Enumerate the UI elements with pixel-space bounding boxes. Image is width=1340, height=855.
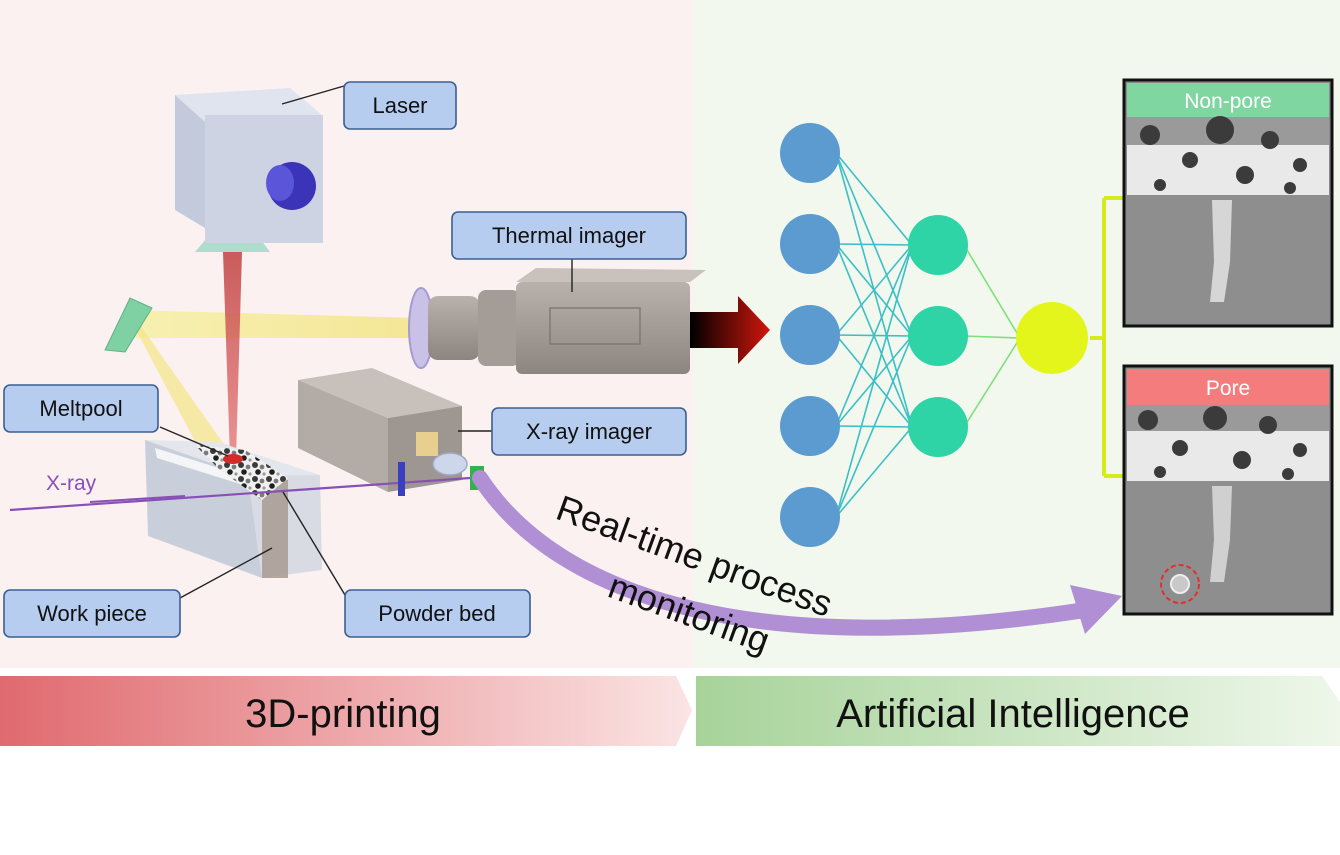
nn-edge-l0-4-0 (835, 244, 913, 518)
label-xray-imager: X-ray imager (491, 407, 687, 456)
banner-ai-text: Artificial Intelligence (836, 692, 1190, 736)
pore-defect (1170, 574, 1190, 594)
non-pore-track (1210, 200, 1232, 302)
nn-node-l1-1 (908, 306, 968, 366)
label-meltpool-text: Meltpool (39, 396, 122, 421)
banner-3d-printing-text: 3D-printing (245, 692, 441, 736)
nn-node-l0-1 (780, 214, 840, 274)
result-non-pore-label: Non-pore (1184, 90, 1272, 113)
mirror-reflection (128, 315, 235, 460)
nn-edge-l0-3-0 (835, 244, 913, 427)
monitoring-arrow-head (1070, 585, 1122, 634)
nn-node-l1-2 (908, 397, 968, 457)
label-thermal-imager-text: Thermal imager (492, 223, 646, 248)
thermal-camera-body (516, 282, 690, 374)
label-powder-bed: Powder bed (344, 589, 531, 638)
nn-edge-l1-0-0 (963, 244, 1021, 339)
thermal-camera-top (516, 268, 706, 282)
nn-edge-l0-0-0 (835, 152, 913, 246)
mirror (104, 297, 153, 353)
result-non-pore: Non-pore (1122, 78, 1334, 328)
data-flow-arrow (690, 296, 770, 364)
result-pore: Pore (1122, 364, 1334, 616)
laser-box-top (175, 88, 322, 122)
neural-net-nodes (780, 123, 1088, 547)
label-thermal-imager: Thermal imager (451, 211, 687, 260)
pore-highlight-ring (1160, 564, 1200, 604)
label-xray: X-ray (46, 472, 97, 495)
laser-aperture-rim (266, 165, 294, 201)
nn-edge-l1-1-0 (963, 335, 1021, 339)
meltpool-spot (223, 454, 243, 464)
pore-track (1210, 486, 1232, 582)
label-xray-imager-text: X-ray imager (526, 419, 652, 444)
work-piece-slot (155, 448, 240, 484)
nn-edge-l1-2-0 (963, 337, 1021, 428)
label-laser-text: Laser (372, 93, 427, 118)
xray-beam-center (89, 495, 186, 503)
powder-bed (195, 445, 288, 500)
nn-edge-l0-4-2 (835, 426, 913, 518)
nn-node-l0-3 (780, 396, 840, 456)
label-meltpool: Meltpool (3, 384, 159, 433)
laser-beam (223, 252, 242, 458)
output-bracket (1090, 196, 1124, 478)
xray-beam (9, 476, 471, 512)
thermal-lens-mid (478, 290, 520, 366)
pore-powder (1138, 406, 1307, 480)
banner-ai (696, 676, 1340, 746)
nn-edge-l0-2-0 (835, 244, 913, 336)
thermal-lens (428, 296, 480, 360)
neural-net-edges (835, 152, 1021, 518)
banner-3d-printing (0, 676, 692, 746)
laser-box-front (175, 95, 205, 228)
leader-lines (159, 85, 573, 599)
non-pore-powder (1140, 116, 1307, 194)
nn-node-l1-0 (908, 215, 968, 275)
label-powder-bed-text: Powder bed (378, 601, 495, 626)
xray-lens (432, 452, 468, 476)
nn-edge-l0-1-0 (835, 243, 913, 246)
thermal-beam (128, 310, 420, 338)
label-work-piece: Work piece (3, 589, 181, 638)
label-work-piece-text: Work piece (37, 601, 147, 626)
nn-node-l0-2 (780, 305, 840, 365)
thermal-camera-panel (549, 307, 641, 345)
xray-box-top (298, 368, 462, 418)
nn-node-l0-0 (780, 123, 840, 183)
monitoring-arrow-path (472, 470, 1093, 636)
xray-window (416, 432, 438, 456)
nn-node-l0-4 (780, 487, 840, 547)
label-laser: Laser (343, 81, 457, 130)
nn-node-l2-0 (1016, 302, 1088, 374)
xray-filter (398, 462, 405, 496)
result-pore-label: Pore (1206, 377, 1250, 400)
nn-edge-l0-4-1 (835, 335, 913, 518)
xray-box-front (298, 380, 388, 492)
work-piece-core (262, 480, 288, 578)
